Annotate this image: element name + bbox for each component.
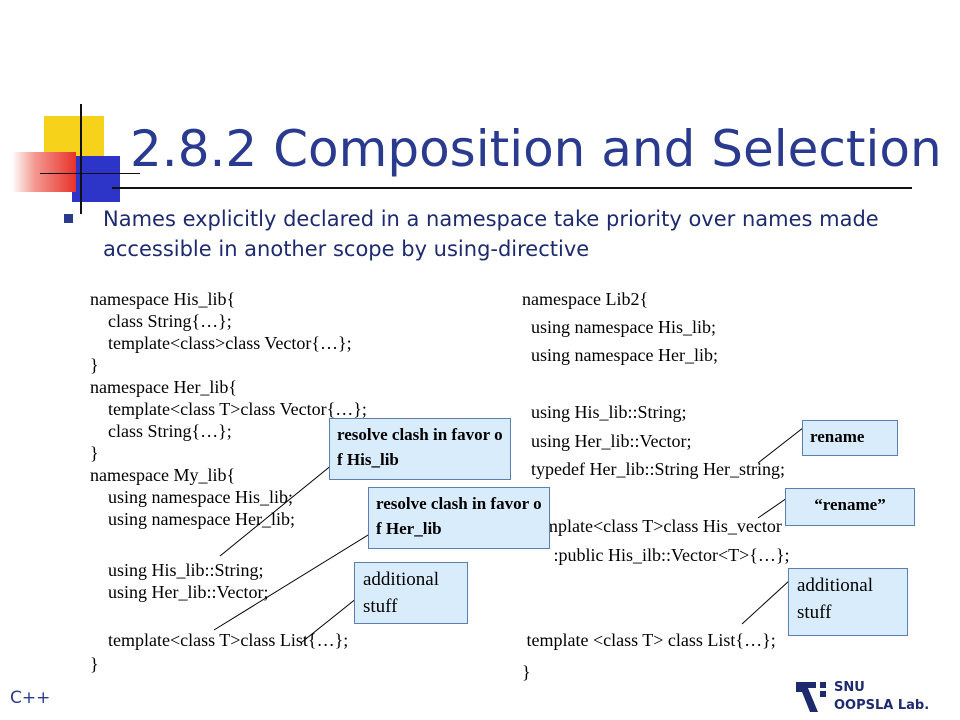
footer-label: C++ <box>10 688 51 708</box>
code-line: template <class T> class List{…}; <box>522 630 776 650</box>
code-line: template<class>class Vector{…}; <box>90 333 352 353</box>
code-line: namespace My_lib{ <box>90 465 236 485</box>
logo-line-oopsla: OOPSLA Lab. <box>834 698 930 713</box>
code-line: using namespace Her_lib; <box>522 345 718 365</box>
connector-line <box>301 593 363 643</box>
code-line: typedef Her_lib::String Her_string; <box>522 459 785 479</box>
code-line: } <box>90 443 99 463</box>
code-line: using His_lib::String; <box>522 402 687 422</box>
lab-logo-text: SNU OOPSLA Lab. <box>834 679 929 715</box>
code-line: } <box>90 654 99 674</box>
code-line: using namespace His_lib; <box>522 317 716 337</box>
code-line: class String{…}; <box>90 421 232 441</box>
callout-additional-left: additional stuff <box>354 562 468 624</box>
callout-resolve-her-lib: resolve clash in favor o f Her_lib <box>368 487 550 549</box>
code-line: template<class T>class List{…}; <box>90 630 349 650</box>
slide-title: 2.8.2 Composition and Selection <box>130 120 942 178</box>
code-line: } <box>522 662 531 682</box>
code-line: namespace Her_lib{ <box>90 377 238 397</box>
code-line: using Her_lib::Vector; <box>522 431 692 451</box>
code-line: namespace Lib2{ <box>522 289 649 309</box>
connector-line <box>213 523 387 631</box>
bullet-text: Names explicitly declared in a namespace… <box>103 207 879 261</box>
code-line: template<class T>class His_vector <box>522 516 782 536</box>
code-line: template<class T>class Vector{…}; <box>90 399 367 419</box>
decor-horizontal-line <box>40 173 140 174</box>
title-underline <box>112 187 912 189</box>
callout-rename-quoted: “rename” <box>785 488 915 526</box>
connector-line <box>757 495 791 519</box>
code-line: using Her_lib::Vector; <box>90 582 269 602</box>
callout-additional-right: additional stuff <box>788 568 908 636</box>
bullet-marker <box>64 214 73 223</box>
decor-vertical-line <box>80 104 82 214</box>
logo-line-snu: SNU <box>834 680 865 695</box>
connector-line <box>741 579 791 625</box>
decor-red-square <box>12 152 76 192</box>
code-line: using namespace His_lib; <box>90 487 293 507</box>
connector-line <box>219 459 339 557</box>
connector-line <box>757 423 809 464</box>
code-line: namespace His_lib{ <box>90 289 236 309</box>
code-line: } <box>90 355 99 375</box>
callout-rename: rename <box>802 420 898 456</box>
code-line: using His_lib::String; <box>90 560 264 580</box>
oopsla-logo-icon <box>796 682 826 712</box>
callout-resolve-his-lib: resolve clash in favor o f His_lib <box>329 418 511 480</box>
code-line: :public His_ilb::Vector<T>{…}; <box>522 545 790 565</box>
code-line: class String{…}; <box>90 311 232 331</box>
